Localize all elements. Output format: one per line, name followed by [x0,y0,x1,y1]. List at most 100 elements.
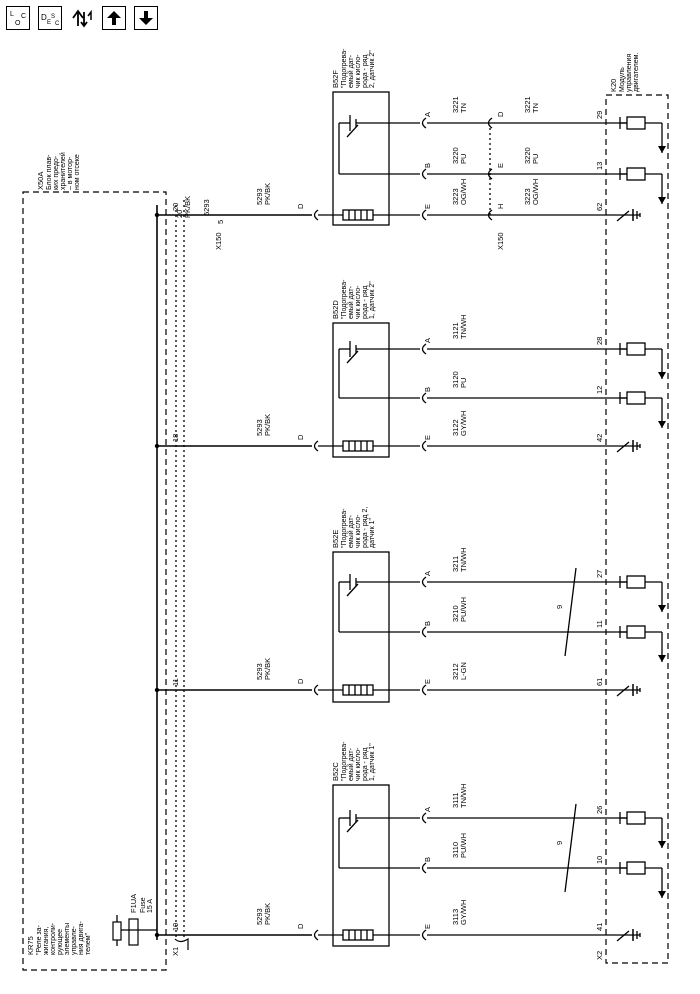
color-3110: PU/WH [459,833,468,858]
sensor-name-B52E: емый дат- [347,514,355,548]
cell-diag [346,583,359,597]
color-3120: PU [459,378,468,388]
arrow-up-icon [107,11,121,25]
sensor-name-B52C: рода - ряд [362,747,369,781]
x2-label: X2 [595,951,604,960]
color2-3220: PU [531,154,540,164]
x150-pin-D: D [496,111,505,117]
sensor-name-B52D: рода - ряд [362,285,369,319]
description-icon: D E S C [41,13,60,27]
sensor-name-B52E: рода - ряд 2, [362,507,369,548]
k20-input-13-resistor [626,167,646,181]
k20-pin-27: 27 [595,570,604,578]
k20-name: Модуль [619,67,626,92]
kr75-name: управле- [71,925,78,955]
kr75-name: "Реле за- [36,924,43,955]
circuit2-3220: 3220 [523,147,532,164]
x150-fork [487,168,493,180]
svg-text:O: O [15,20,21,27]
svg-text:D: D [41,13,47,22]
ground-arrow [658,421,666,428]
k20-pin-26: 26 [595,806,604,814]
sensor-name-B52F: 2, датчик 2" [369,50,376,88]
k20-input-27-resistor [626,575,646,589]
feed-pin-B52D: 18 [171,434,180,442]
x150-pin-5: 5 [216,220,225,224]
fork [421,812,427,824]
x50a-name: ких предо- [53,155,60,190]
k20-pin-61: 61 [595,678,604,686]
pin-d-B52D: D [296,434,305,440]
arrow-up-button[interactable] [102,6,126,30]
k20-gnd-42-switch [616,441,630,453]
k20-input-12-resistor [626,391,646,405]
k20-pin-10: 10 [595,856,604,864]
x150-fork [487,209,493,221]
kr75-name: рующее [57,929,64,955]
sensor-code-B52F: B52F [331,70,340,88]
sensor-box-B52C [332,784,390,947]
k20-name: управления [626,54,633,92]
svg-text:S: S [51,14,55,20]
description-button[interactable]: D E S C [38,6,62,30]
sensor-name-B52C: 1, датчик 1" [369,743,376,781]
pin-20: 20 [175,210,184,218]
kr75-name: телем" [85,932,92,955]
feed-pin-B52C: 19 [171,923,180,931]
circuit-3120: 3120 [451,371,460,388]
circuit-3121: 3121 [451,322,460,339]
ground-arrow [658,197,666,204]
arrow-down-button[interactable] [134,6,158,30]
k20-input-11-resistor [626,625,646,639]
x1-label: X1 [171,947,180,956]
fork [421,392,427,404]
sensor-box-B52F [332,91,390,226]
heater-B52C [342,929,374,941]
kr75-name: жигания, [43,927,50,955]
fork [421,576,427,588]
circuit-3113: 3113 [451,909,460,925]
circuit-3212: 3212 [451,663,460,680]
fuse-rating: 15 A [147,899,154,913]
pin-d-B52F: D [296,203,305,209]
feed-color-B52C: PK/BK [263,903,272,925]
x50a-frame [22,191,167,971]
circuit-3211: 3211 [451,556,460,572]
splice-dot [154,443,160,449]
sensor-name-B52D: емый дат- [347,285,355,319]
x150-left-label: X150 [214,232,223,250]
k20-input-10-resistor [626,861,646,875]
svg-text:E: E [47,20,51,26]
cell-diag [346,350,359,364]
ground-arrow [658,605,666,612]
kr75-name: элементы [64,923,71,955]
x150-right-label: X150 [496,232,505,250]
cell-diag [346,124,359,138]
pin-B52E-B: B [423,621,432,626]
heater-B52D [342,440,374,452]
ground-arrow [658,655,666,662]
twist-line [564,567,577,657]
sensor-name-B52D: "Подогрева- [341,279,348,319]
relay-coil [112,921,122,941]
sensor-name-B52F: рода - ряд [362,54,369,88]
x50a-name: Блок плав- [46,154,53,190]
ground-arrow [658,146,666,153]
color-3122: GY/WH [459,411,468,436]
feed-pin-B52E: 11 [171,678,180,686]
splice-dot [154,932,160,938]
location-button[interactable]: L O C [6,6,30,30]
fork [421,168,427,180]
pin-B52F-B: B [423,163,432,168]
fuse-f1ua [128,918,139,946]
navigate-button[interactable] [70,6,94,30]
color-3211: TN/WH [459,547,468,572]
color2-3223: OG/WH [531,179,540,205]
pin-B52C-B: B [423,857,432,862]
pin-B52F-E: E [423,204,432,209]
feed-fork [313,684,319,696]
circuit-3210: 3210 [451,605,460,622]
fork [421,209,427,221]
svg-text:C: C [55,21,60,27]
